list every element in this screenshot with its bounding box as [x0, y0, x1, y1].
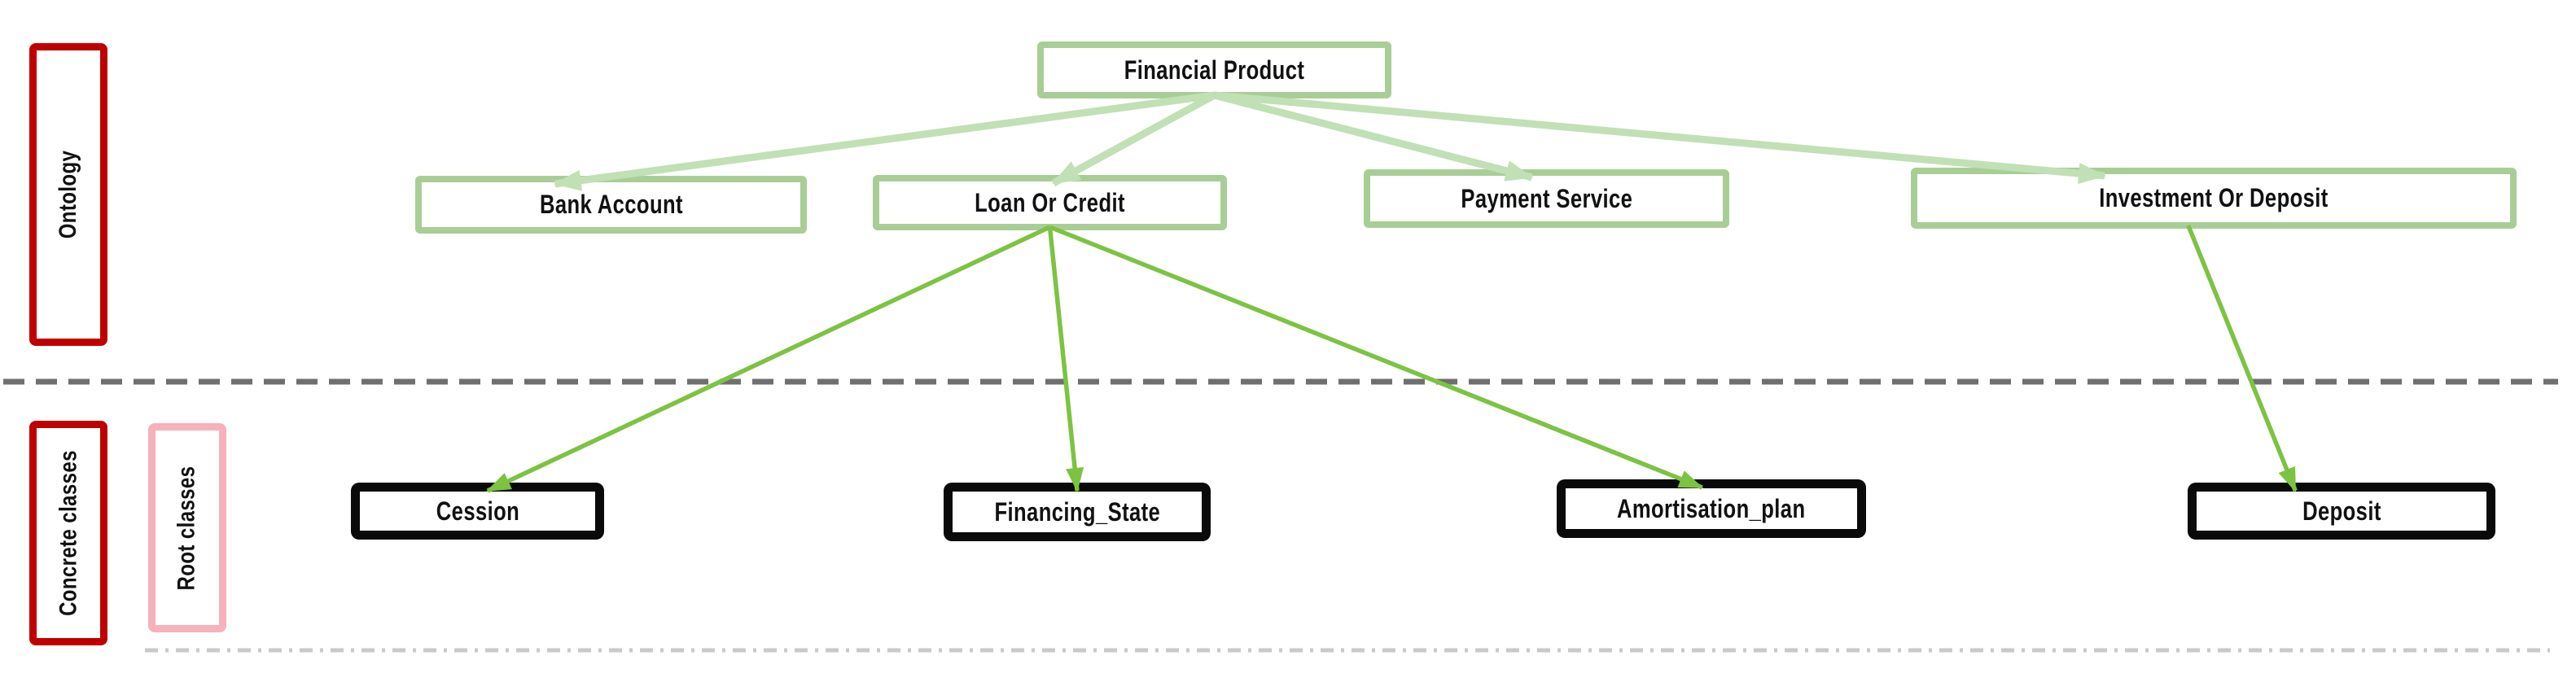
node-label: Loan Or Credit: [975, 187, 1125, 217]
section-label-concrete-classes: Concrete classes: [29, 421, 107, 645]
node-label: Amortisation_plan: [1617, 493, 1806, 523]
inheritance-arrows: [486, 91, 2298, 493]
node-label: Financing_State: [994, 496, 1160, 527]
edge-financial_product-to-payment_service: [1213, 91, 1534, 181]
node-label: Cession: [436, 496, 519, 526]
edge-financial_product-to-loan_or_credit: [1051, 92, 1216, 186]
node-label: Bank Account: [539, 190, 683, 219]
edge-loan_or_credit-to-financing_state: [1047, 226, 1084, 492]
node-investment-or-deposit: Investment Or Deposit: [1911, 168, 2517, 229]
node-loan-or-credit: Loan Or Credit: [873, 175, 1227, 230]
concrete-classes-label-text: Concrete classes: [55, 450, 81, 616]
root-classes-label-text: Root classes: [173, 466, 200, 590]
node-bank-account: Bank Account: [415, 176, 807, 234]
node-financing-state: Financing_State: [944, 483, 1211, 541]
node-label: Financial Product: [1124, 55, 1305, 85]
edge-loan_or_credit-to-cession: [486, 225, 1051, 493]
edge-loan_or_credit-to-amortisation_plan: [1049, 225, 1704, 490]
node-payment-service: Payment Service: [1364, 169, 1729, 228]
ontology-label-text: Ontology: [55, 150, 81, 239]
edge-financial_product-to-bank_account: [553, 91, 1216, 191]
node-deposit: Deposit: [2188, 483, 2495, 540]
node-cession: Cession: [351, 483, 604, 540]
node-label: Deposit: [2302, 496, 2381, 526]
node-financial-product: Financial Product: [1037, 42, 1391, 98]
node-label: Investment Or Deposit: [2099, 183, 2328, 212]
node-amortisation-plan: Amortisation_plan: [1557, 479, 1866, 538]
edge-investment_or_deposit-to-deposit: [2186, 224, 2298, 492]
section-label-root-classes: Root classes: [148, 423, 226, 632]
edge-financial_product-to-investment_or_deposit: [1214, 91, 2107, 185]
section-label-ontology: Ontology: [29, 43, 107, 346]
node-label: Payment Service: [1461, 183, 1632, 213]
